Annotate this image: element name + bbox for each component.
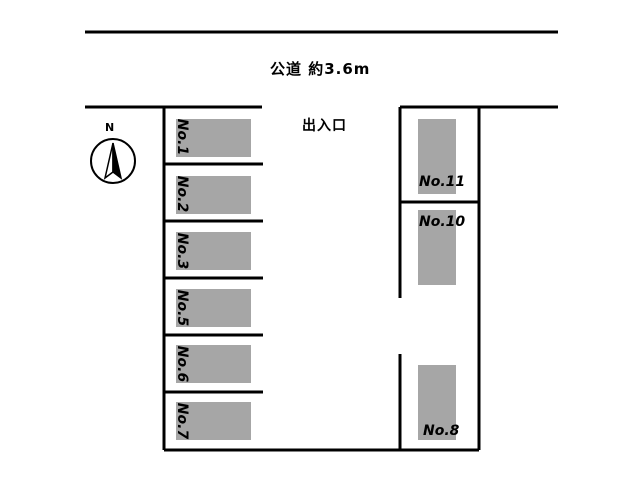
lot-label-no1: No.1 xyxy=(174,118,190,156)
parking-space-no2 xyxy=(176,176,251,214)
lot-label-no2: No.2 xyxy=(174,175,190,213)
lot-label-no5: No.5 xyxy=(174,289,190,327)
parking-space-no8 xyxy=(418,365,456,440)
parking-space-no1 xyxy=(176,119,251,157)
parking-space-no3 xyxy=(176,232,251,270)
parking-space-no5 xyxy=(176,289,251,327)
parking-space-no10 xyxy=(418,210,456,285)
lot-label-no6: No.6 xyxy=(174,345,190,383)
parking-space-no11 xyxy=(418,119,456,194)
entrance-label: 出入口 xyxy=(302,118,347,134)
lot-label-no10: No.10 xyxy=(419,214,466,230)
north-label: N xyxy=(105,121,115,134)
parking-space-no7 xyxy=(176,402,251,440)
north-arrow-icon xyxy=(90,138,136,184)
lot-label-no8: No.8 xyxy=(423,423,460,439)
parking-space-no6 xyxy=(176,345,251,383)
lot-label-no3: No.3 xyxy=(174,232,190,270)
road-label: 公道 約3.6m xyxy=(270,60,371,78)
lot-label-no7: No.7 xyxy=(174,402,190,440)
lot-label-no11: No.11 xyxy=(419,174,466,190)
